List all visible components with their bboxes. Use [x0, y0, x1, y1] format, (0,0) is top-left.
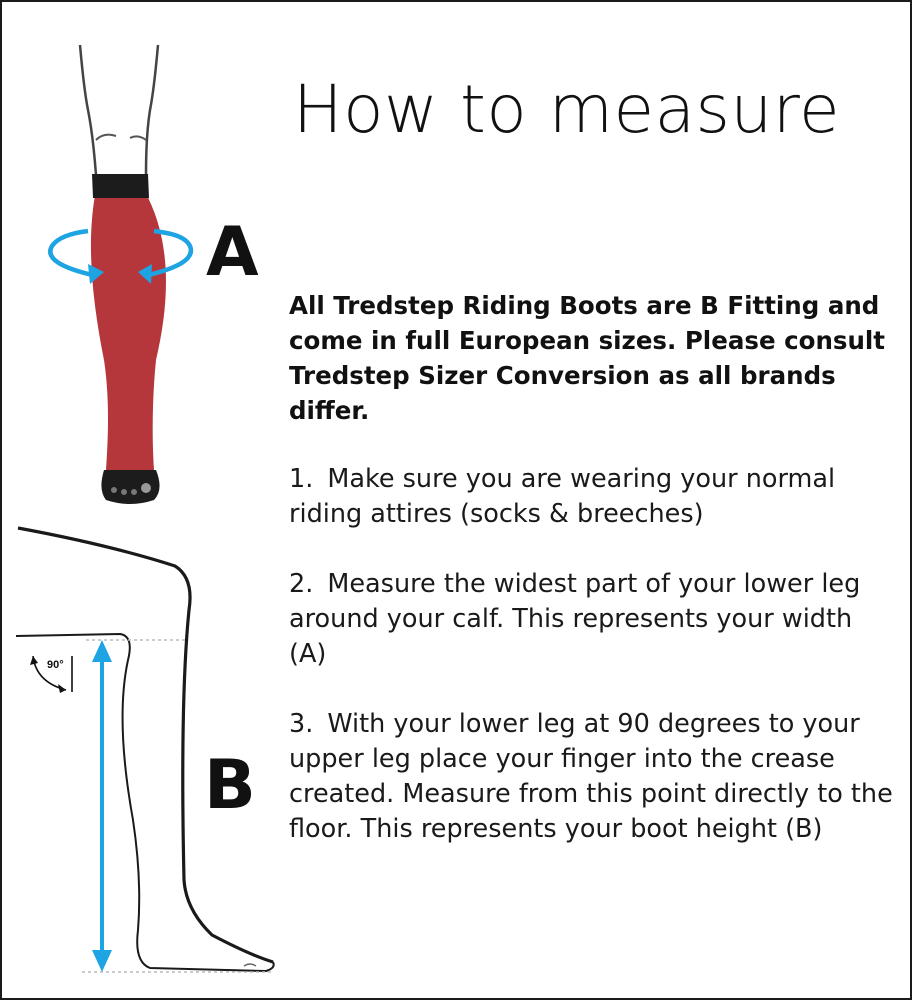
- arrow-head-right: [138, 264, 152, 284]
- toe: [131, 489, 137, 495]
- sock-body: [90, 190, 166, 470]
- toe: [111, 487, 117, 493]
- arrow-head-left: [88, 264, 104, 284]
- intro-paragraph: All Tredstep Riding Boots are B Fitting …: [289, 291, 886, 425]
- toe: [141, 483, 151, 493]
- height-marker-b: B: [204, 746, 256, 825]
- thigh-outline-right: [144, 44, 160, 176]
- step-text: With your lower leg at 90 degrees to you…: [289, 709, 893, 844]
- toe: [121, 489, 127, 495]
- toe-line: [243, 963, 257, 967]
- step-3: 3.With your lower leg at 90 degrees to y…: [289, 707, 894, 847]
- step-1: 1.Make sure you are wearing your normal …: [289, 462, 894, 532]
- angle-label: 90°: [47, 659, 64, 671]
- thigh-outline-left: [78, 44, 98, 176]
- sock-band: [92, 174, 149, 198]
- step-2: 2.Measure the widest part of your lower …: [289, 567, 894, 672]
- calf-arrow-arc-left: [48, 228, 98, 279]
- side-leg-illustration: 90° B: [15, 526, 275, 973]
- angle-arrow-tail: [30, 656, 38, 665]
- step-text: Make sure you are wearing your normal ri…: [289, 464, 836, 529]
- sock-foot: [101, 470, 160, 504]
- boot-height-arrow-bottom: [92, 950, 112, 972]
- width-marker-a: A: [206, 213, 259, 292]
- leg-outline-back: [17, 526, 274, 964]
- knee-line: [95, 133, 117, 141]
- step-text: Measure the widest part of your lower le…: [289, 569, 861, 669]
- front-leg-illustration: A: [48, 44, 259, 504]
- step-number: 1.: [289, 464, 314, 494]
- knee-line-right: [129, 135, 147, 141]
- leg-outline-front: [15, 632, 275, 973]
- calf-arrow-arc-right: [143, 228, 194, 279]
- page-title: How to measure: [293, 71, 841, 148]
- angle-arrow-head: [58, 684, 66, 693]
- boot-height-arrow-top: [92, 640, 112, 662]
- step-number: 2.: [289, 569, 314, 599]
- step-number: 3.: [289, 709, 314, 739]
